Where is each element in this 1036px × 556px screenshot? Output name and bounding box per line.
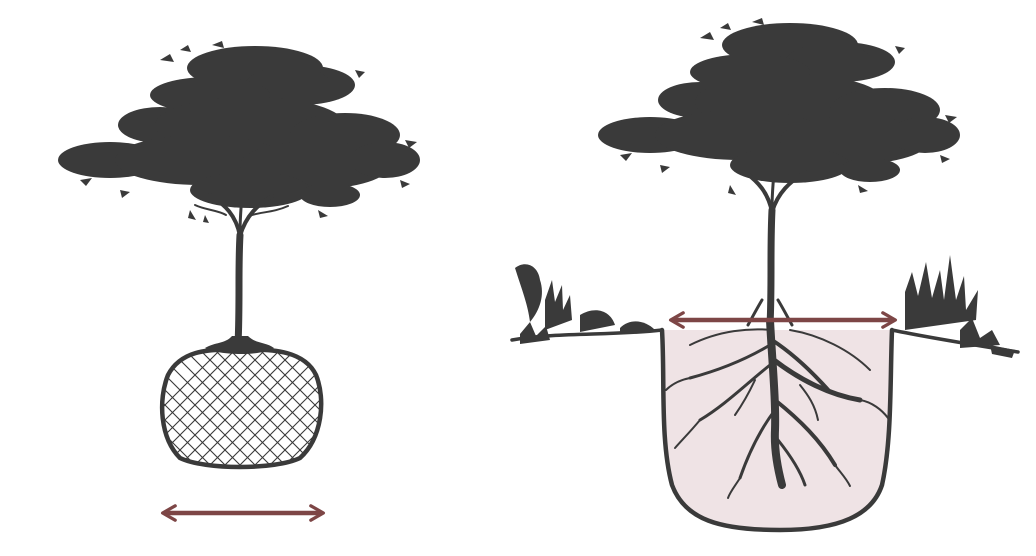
tree-trunk-icon	[745, 166, 805, 325]
tree-canopy-icon	[598, 18, 960, 195]
root-ball-panel	[45, 41, 435, 513]
tree-canopy-icon	[58, 41, 420, 223]
planting-hole-panel	[512, 18, 1018, 530]
tree-trunk-icon	[195, 188, 288, 345]
burlap-root-ball-icon	[45, 330, 435, 470]
